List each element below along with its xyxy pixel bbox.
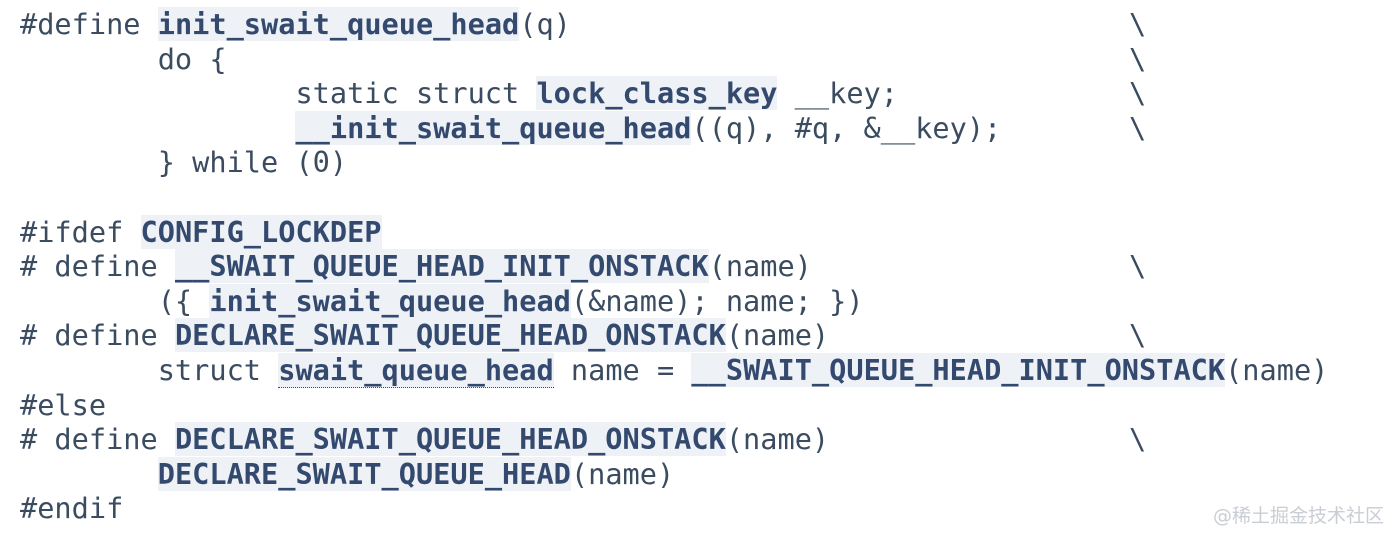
code-text: name =: [553, 352, 692, 387]
code-line: # define __SWAIT_QUEUE_HEAD_INIT_ONSTACK…: [20, 249, 1328, 284]
code-symbol-link[interactable]: DECLARE_SWAIT_QUEUE_HEAD_ONSTACK: [174, 318, 726, 353]
code-line: do { \: [20, 42, 1328, 77]
code-text: #define: [20, 7, 158, 41]
code-line: #define init_swait_queue_head(q) \: [20, 7, 1328, 42]
code-symbol-link[interactable]: init_swait_queue_head: [209, 283, 571, 318]
code-text: __key;: [777, 76, 898, 111]
code-text: # define: [20, 422, 175, 457]
code-symbol-link[interactable]: swait_queue_head: [278, 352, 554, 388]
code-line: } while (0): [20, 145, 1328, 180]
code-text: (name): [1225, 352, 1329, 387]
code-text: do {: [20, 41, 227, 76]
code-line: struct swait_queue_head name = __SWAIT_Q…: [20, 352, 1329, 388]
line-continuation: \: [1129, 110, 1147, 145]
code-text: struct: [20, 352, 279, 387]
code-text: (name): [708, 249, 812, 284]
code-symbol-link[interactable]: lock_class_key: [536, 76, 778, 111]
code-text: [20, 111, 295, 145]
code-text: (name): [725, 422, 830, 457]
code-text: # define: [20, 318, 175, 353]
code-text: static struct: [20, 76, 537, 111]
code-text: #ifdef: [20, 214, 141, 249]
code-symbol-link[interactable]: init_swait_queue_head: [157, 7, 520, 41]
line-continuation: \: [1129, 422, 1147, 457]
code-line: # define DECLARE_SWAIT_QUEUE_HEAD_ONSTAC…: [20, 422, 1328, 457]
line-continuation: \: [1129, 7, 1147, 41]
code-symbol-link[interactable]: DECLARE_SWAIT_QUEUE_HEAD: [157, 456, 571, 491]
line-continuation: \: [1129, 318, 1147, 353]
code-symbol-link[interactable]: __SWAIT_QUEUE_HEAD_INIT_ONSTACK: [174, 249, 709, 284]
code-line: #else: [20, 388, 1328, 423]
code-text: #else: [20, 387, 107, 422]
code-symbol-link[interactable]: __SWAIT_QUEUE_HEAD_INIT_ONSTACK: [691, 352, 1226, 387]
code-line: #endif: [20, 491, 1328, 526]
code-text: (name): [570, 456, 675, 491]
code-line: # define DECLARE_SWAIT_QUEUE_HEAD_ONSTAC…: [20, 318, 1328, 353]
line-continuation: \: [1129, 249, 1147, 284]
line-continuation: \: [1129, 41, 1147, 76]
code-line: DECLARE_SWAIT_QUEUE_HEAD(name): [20, 456, 1328, 492]
code-text: #endif: [20, 491, 124, 526]
code-block: #define init_swait_queue_head(q)\ do {\ …: [20, 7, 1328, 526]
code-line: __init_swait_queue_head((q), #q, &__key)…: [20, 110, 1328, 146]
code-line: static struct lock_class_key __key; \: [20, 76, 1328, 111]
code-text: } while (0): [20, 145, 348, 180]
code-text: [20, 457, 158, 491]
code-line: #ifdef CONFIG_LOCKDEP: [20, 214, 1328, 250]
code-line: ({ init_swait_queue_head(&name); name; }…: [20, 283, 1328, 319]
line-continuation: \: [1129, 76, 1147, 111]
code-text: (name): [725, 318, 830, 353]
code-text: (&name); name; }): [570, 283, 864, 318]
code-text: (q): [519, 7, 571, 41]
code-symbol-link[interactable]: DECLARE_SWAIT_QUEUE_HEAD_ONSTACK: [174, 422, 726, 457]
code-symbol-link[interactable]: CONFIG_LOCKDEP: [140, 214, 382, 249]
watermark: @稀土掘金技术社区: [1212, 505, 1384, 527]
code-line: [20, 180, 1328, 215]
code-text: ({: [20, 283, 210, 318]
code-text: ((q), #q, &__key);: [691, 110, 1002, 145]
code-text: # define: [20, 249, 175, 284]
code-symbol-link[interactable]: __init_swait_queue_head: [295, 110, 692, 145]
